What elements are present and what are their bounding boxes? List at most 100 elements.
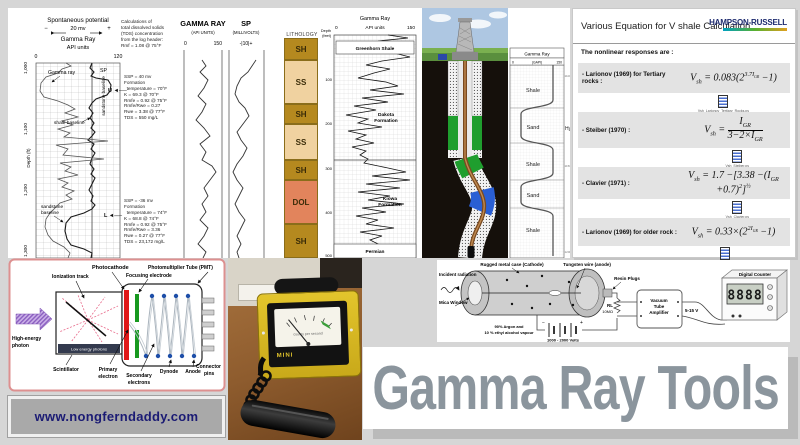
electron-cascade <box>128 295 196 357</box>
gr-track-curve <box>195 59 217 259</box>
wellbore <box>447 60 497 260</box>
log-scale-box <box>509 57 565 66</box>
gr-track-min: 0 <box>184 41 187 47</box>
digital-counter: Digital Counter 8888 <box>721 269 788 321</box>
focusing-electrode-label: Focusing electrode <box>126 273 172 279</box>
shale-sand-log-title: Gamma Ray <box>524 52 550 57</box>
equation: Vsh = 0.083(23.7IGR −1) <box>690 70 777 86</box>
calc-line: Rwe = 0.27 @ 77°F <box>124 233 166 239</box>
zone-grid <box>509 64 565 258</box>
focusing-electrode-upper <box>135 294 139 322</box>
upper-sand-marker: U ◄── <box>108 88 127 94</box>
primary-electron-arrow <box>109 329 129 365</box>
anode-label: Anode <box>185 369 201 375</box>
meter-needle <box>288 319 309 345</box>
equation-label: - Clavier (1971) : <box>582 179 630 187</box>
dynode-dots <box>143 293 197 359</box>
load-resistor-value: 10MΩ <box>602 309 613 314</box>
photocathode-arrow <box>111 271 125 290</box>
focusing-electrode-lower <box>135 330 139 358</box>
scintillator-label: Scintillator <box>53 367 79 373</box>
primary-electron-label-1: Primary <box>99 367 118 373</box>
equation-label: - Steiber (1970) : <box>582 126 631 134</box>
depth-tick: 500 <box>325 253 332 258</box>
voltage-label: 1000 - 2000 Volts <box>547 338 580 343</box>
circuit-wires <box>536 292 727 331</box>
lithology-unit-dol: DOL <box>284 180 318 224</box>
zone-label: Sand <box>527 125 540 131</box>
battery-minus: − <box>542 320 545 326</box>
connector-pins-graphic <box>201 297 215 352</box>
calc-line: Formation <box>124 203 146 209</box>
sp-scale-minus: − <box>44 26 48 32</box>
equation: Vsh = 1.7 −[3.38 −(IGR +0.7)2]½ <box>688 170 779 196</box>
load-resistor-label: RL <box>607 303 613 308</box>
counter-display <box>726 283 764 305</box>
calc-line: Rwe = 3.38 @ 77°F <box>124 109 166 115</box>
sp-track-curve <box>232 59 257 259</box>
formation-log-min: 0 <box>335 25 338 31</box>
greenhorn-box <box>335 40 415 55</box>
calc-line: total dissolved solids <box>121 24 164 30</box>
pmt-diagram: High-energy photon Low energy photons Io… <box>8 258 226 392</box>
gr-track-units: (API UNITS) <box>191 30 215 35</box>
formation-depth-ticks: 100 200 300 400 500 <box>325 77 332 258</box>
needle-pivot <box>306 341 311 346</box>
sandstone-baseline-lower-label-2: baseline <box>41 210 59 216</box>
track-borders <box>183 50 265 258</box>
sp-gr-log-chart: Spontaneous potential − 20 mv + Gamma Ra… <box>23 17 122 258</box>
fill-gas-label-2: 10 % ethyl alcohol vapour <box>484 330 534 335</box>
gamma-ray-sp-track-panel: GAMMA RAY SP (API UNITS) (MILLIVOLTS) 0 … <box>180 8 268 259</box>
formation-dakota-1: Dakota <box>378 112 394 118</box>
low-energy-bar <box>58 344 120 353</box>
equation-row-larionov-older: - Larionov (1969) for older rock : Vsh =… <box>578 218 790 246</box>
secondary-electrons-arrow <box>140 343 155 372</box>
gm-tube-diagram-panel: Rugged metal case (Cathode) Tungsten wir… <box>437 260 790 343</box>
depth-axis-label: Depth (ft) <box>26 148 31 168</box>
formation-depth-label-2: (feet) <box>322 34 332 38</box>
file-icon <box>719 247 730 260</box>
zone-labels: Shale Sand Shale Sand Shale <box>526 88 540 234</box>
equations-intro: The nonlinear responses are : <box>581 49 674 56</box>
gr-track-max: 150 <box>214 41 223 47</box>
shale-baseline-arrow <box>81 117 91 123</box>
depth-axis: Depth (ft) 1,000 1,100 1,200 1,300 <box>23 62 31 257</box>
depth-tick: 400 <box>325 210 332 215</box>
hampson-russell-logo: HAMPSON-RUSSELL <box>709 18 787 31</box>
title-banner: Gamma Ray Tools <box>363 347 788 429</box>
sp-scale-value: 20 mv <box>70 26 85 32</box>
sp-header-title: Spontaneous potential <box>47 17 109 24</box>
calc-line: Rmfe/Rwe = 0.27 <box>124 103 161 109</box>
zone-depth: 1200 <box>565 250 571 254</box>
depth-tick: 200 <box>325 121 332 126</box>
photocathode-bar <box>124 290 129 360</box>
equation-label: - Larionov (1969) for older rock : <box>582 228 677 236</box>
high-energy-photon-label-2: photon <box>12 343 29 349</box>
file-attachment: Vsh_Steiber.ps <box>725 150 749 168</box>
secondary-electrons-label-1: Secondary <box>126 373 152 379</box>
pmt-label: Photomultiplier Tube (PMT) <box>148 265 213 271</box>
depth-tick: 1,300 <box>23 245 29 257</box>
radiation-squiggle <box>440 285 460 293</box>
gr-scale-min: 0 <box>35 54 38 60</box>
logo-text: HAMPSON-RUSSELL <box>709 18 787 27</box>
shale-sand-log: Gamma Ray 0 (GAPI) 150 Shale Sand Shale … <box>509 47 571 258</box>
zone-label: Shale <box>526 88 540 94</box>
website-url: www.nongferndaddy.com <box>34 409 199 424</box>
connector-pins-label-1: Connector <box>196 364 221 370</box>
formation-log-units: API units <box>365 25 385 31</box>
amplifier-box <box>636 289 683 329</box>
file-attachment: Vsh_Clavier.ps <box>726 201 749 219</box>
photocathode-label: Photocathode <box>92 265 129 271</box>
file-caption: Vsh_Larionov_Tertiary_Rocks.ps <box>697 109 749 113</box>
ionization-track-label: Ionization track <box>52 274 89 280</box>
anode-arrow <box>191 359 196 368</box>
lithology-unit-ss: SS <box>284 124 318 160</box>
equation-label: - Larionov (1969) for Tertiary rocks : <box>582 71 666 85</box>
meter-units-label: counts per second <box>293 331 322 336</box>
